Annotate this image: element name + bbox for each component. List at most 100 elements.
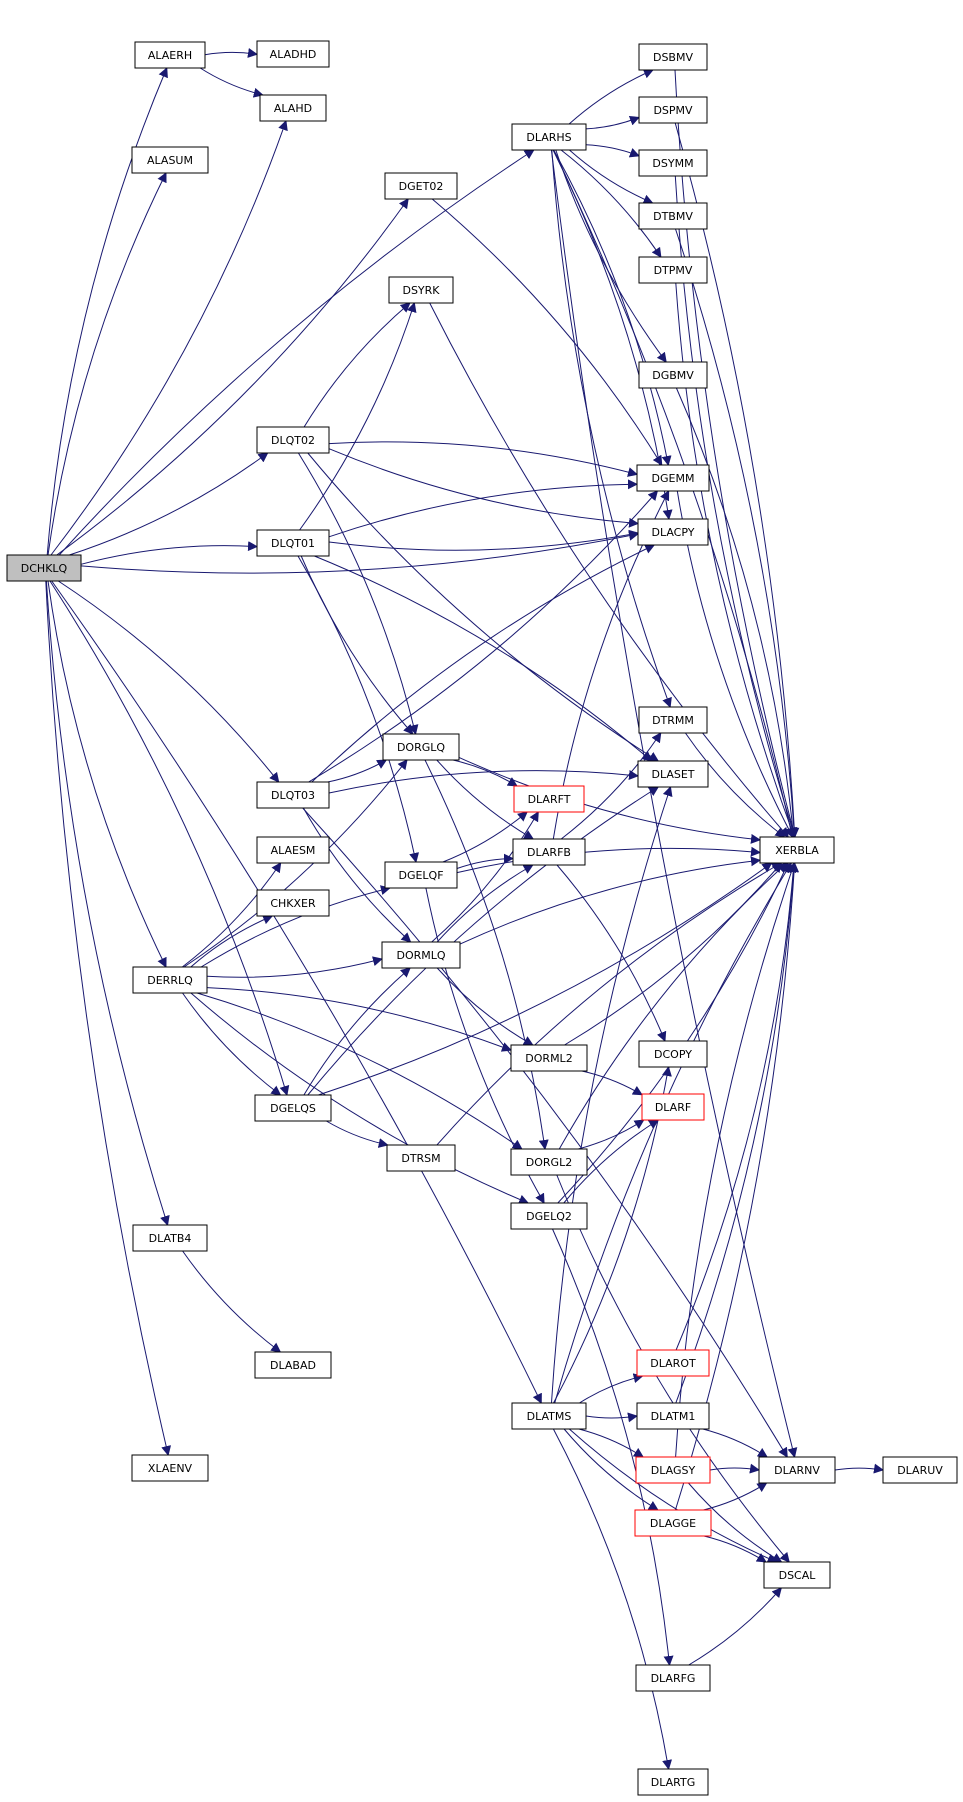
edge-dchklq-to-xlaenv (45, 580, 172, 1456)
node-dlagsy[interactable]: DLAGSY (635, 1456, 711, 1484)
edge-alaerh-to-alahd (199, 67, 264, 98)
node-xlaenv[interactable]: XLAENV (131, 1454, 209, 1482)
node-dlarfg[interactable]: DLARFG (635, 1664, 711, 1692)
node-dsymm[interactable]: DSYMM (638, 149, 708, 177)
edge-derrlq-to-dgelqf (200, 885, 391, 968)
node-box (637, 1768, 709, 1796)
node-label: ALASUM (147, 154, 193, 167)
node-label: ALAERH (148, 49, 192, 62)
call-edges (45, 47, 884, 1770)
node-dlaset[interactable]: DLASET (637, 760, 709, 788)
node-dgbmv[interactable]: DGBMV (638, 361, 708, 389)
node-dlarot[interactable]: DLAROT (636, 1349, 710, 1377)
node-label: CHKXER (270, 897, 316, 910)
node-label: DORML2 (525, 1052, 572, 1065)
node-dspmv[interactable]: DSPMV (638, 96, 708, 124)
node-box (641, 1093, 705, 1121)
node-box (638, 1040, 708, 1068)
node-dlqt01[interactable]: DLQT01 (256, 529, 330, 557)
node-dlarfb[interactable]: DLARFB (512, 838, 586, 866)
edge-dlagsy-to-dscal (688, 1482, 783, 1563)
node-label: DLARTG (651, 1776, 695, 1789)
node-dorglq[interactable]: DORGLQ (382, 733, 460, 761)
edge-dlqt02-to-dgemm (328, 441, 638, 477)
node-dcopy[interactable]: DCOPY (638, 1040, 708, 1068)
node-dlatms[interactable]: DLATMS (511, 1402, 587, 1430)
edge-dorgl2-to-dlarf (578, 1119, 645, 1150)
node-dsbmv[interactable]: DSBMV (638, 43, 708, 71)
node-dlacpy[interactable]: DLACPY (637, 518, 709, 546)
edge-dlqt03-to-dgemm (308, 490, 659, 783)
node-label: DLATM1 (651, 1410, 696, 1423)
node-dscal[interactable]: DSCAL (763, 1561, 831, 1589)
edge-dlatms-to-dlagge (563, 1428, 659, 1511)
node-dgelqf[interactable]: DGELQF (384, 861, 458, 889)
node-box (638, 149, 708, 177)
node-box (634, 1509, 712, 1537)
edge-dorglq-to-dlarfb (436, 759, 535, 840)
node-dlarf[interactable]: DLARF (641, 1093, 705, 1121)
edge-dlatms-to-xerbla (554, 862, 792, 1404)
node-box (636, 1402, 710, 1430)
node-dget02[interactable]: DGET02 (384, 172, 458, 200)
edge-dchklq-to-dgelqs (49, 580, 290, 1096)
edge-dchklq-to-dget02 (56, 198, 409, 556)
edge-dlarhs-to-dlarnv (550, 149, 798, 1458)
node-dorgl2[interactable]: DORGL2 (510, 1148, 588, 1176)
node-label: DGELQ2 (526, 1210, 572, 1223)
node-box (256, 40, 330, 68)
node-box (384, 861, 458, 889)
node-dlarhs[interactable]: DLARHS (511, 123, 587, 151)
node-derrlq[interactable]: DERRLQ (132, 966, 208, 994)
node-label: DLARF (655, 1101, 691, 1114)
edge-dgelqf-to-xerbla (456, 846, 761, 874)
node-box (510, 1202, 588, 1230)
edge-dorgl2-to-dscal (556, 1174, 790, 1563)
node-aladhd[interactable]: ALADHD (256, 40, 330, 68)
node-alahd[interactable]: ALAHD (259, 94, 327, 122)
node-chkxer[interactable]: CHKXER (256, 889, 330, 917)
node-box (638, 96, 708, 124)
node-dlabad[interactable]: DLABAD (254, 1351, 332, 1379)
node-dgelq2[interactable]: DGELQ2 (510, 1202, 588, 1230)
edge-derrlq-to-dorglq (183, 759, 408, 968)
node-dlatm1[interactable]: DLATM1 (636, 1402, 710, 1430)
node-box (638, 202, 708, 230)
edge-dlagge-to-dlarnv (703, 1482, 768, 1511)
node-dtpmv[interactable]: DTPMV (638, 256, 708, 284)
node-dlagge[interactable]: DLAGGE (634, 1509, 712, 1537)
node-dtrsm[interactable]: DTRSM (386, 1144, 456, 1172)
edge-dlqt03-to-dorglq (327, 759, 388, 783)
edge-dgelq2-to-dlarf (563, 1119, 660, 1204)
node-alaesm[interactable]: ALAESM (256, 836, 330, 864)
node-label: XERBLA (775, 844, 819, 857)
node-box (254, 1351, 332, 1379)
node-dtrmm[interactable]: DTRMM (638, 706, 708, 734)
edge-dlarhs-to-dsbmv (568, 69, 654, 125)
node-box (256, 781, 330, 809)
node-box (256, 529, 330, 557)
node-box (256, 889, 330, 917)
node-dlarnv[interactable]: DLARNV (758, 1456, 836, 1484)
node-alaerh[interactable]: ALAERH (134, 41, 206, 69)
node-dlqt02[interactable]: DLQT02 (256, 426, 330, 454)
edge-derrlq-to-alaesm (181, 862, 282, 968)
node-dlqt03[interactable]: DLQT03 (256, 781, 330, 809)
node-dsyrk[interactable]: DSYRK (388, 276, 454, 304)
node-box (382, 733, 460, 761)
node-dgemm[interactable]: DGEMM (636, 464, 710, 492)
node-dlarft[interactable]: DLARFT (513, 785, 585, 813)
node-dgelqs[interactable]: DGELQS (254, 1094, 332, 1122)
node-box (6, 554, 82, 582)
node-dorml2[interactable]: DORML2 (510, 1044, 588, 1072)
edge-dormlq-to-dlarft (431, 811, 539, 943)
node-dlaruv[interactable]: DLARUV (882, 1456, 958, 1484)
node-alasum[interactable]: ALASUM (131, 146, 209, 174)
node-dlatb4[interactable]: DLATB4 (132, 1224, 208, 1252)
node-label: DLAGSY (651, 1464, 696, 1477)
node-dlartg[interactable]: DLARTG (637, 1768, 709, 1796)
node-dtbmv[interactable]: DTBMV (638, 202, 708, 230)
node-dchklq[interactable]: DCHKLQ (6, 554, 82, 582)
node-xerbla[interactable]: XERBLA (759, 836, 835, 864)
node-dormlq[interactable]: DORMLQ (381, 941, 461, 969)
